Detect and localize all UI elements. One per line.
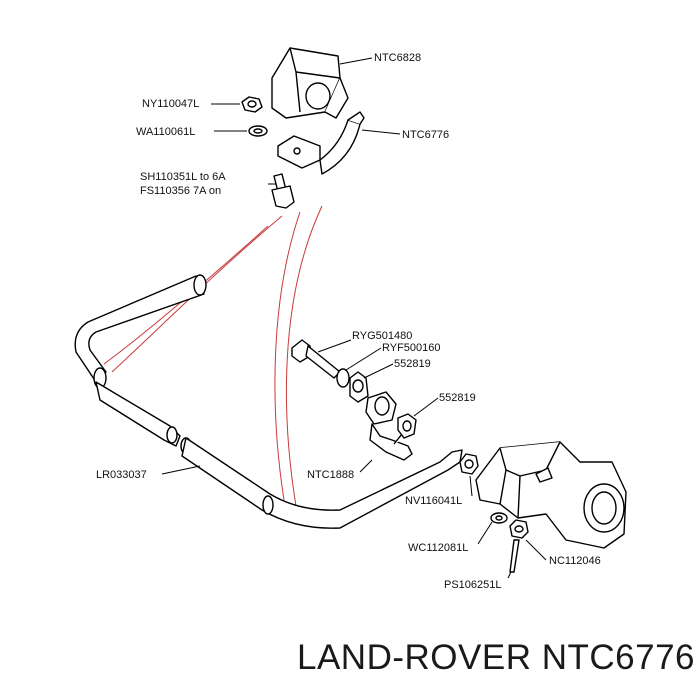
label-ntc6776: NTC6776 [402, 129, 449, 141]
bush-552819-lower [397, 413, 417, 439]
label-552819-upper: 552819 [394, 358, 431, 370]
clamp-ntc6776 [277, 111, 365, 175]
label-wc112081l: WC112081L [408, 542, 468, 554]
label-552819-lower: 552819 [439, 392, 476, 404]
bush-ntc6828 [271, 47, 349, 119]
leader-lines [161, 57, 547, 579]
split-pin-ps106251l [509, 539, 520, 573]
label-ryf500160: RYF500160 [382, 342, 441, 354]
axle-bracket [475, 441, 627, 549]
label-ntc1888: NTC1888 [307, 469, 354, 481]
nut-nc112046 [509, 519, 529, 539]
label-ny110047l: NY110047L [142, 98, 199, 110]
label-sh110351l: SH110351L to 6A [140, 171, 226, 183]
washer-ryf500160 [336, 368, 350, 388]
label-fs110356: FS110356 7A on [140, 185, 221, 197]
label-wa110061l: WA110061L [136, 126, 195, 138]
anti-roll-bar [74, 274, 463, 529]
washer-wa110061l [248, 125, 268, 137]
part-title: LAND-ROVER NTC6776 [297, 638, 695, 677]
nut-ny110047l [241, 96, 263, 113]
washer-wc112081l [490, 512, 508, 524]
label-ryg501480: RYG501480 [352, 330, 412, 342]
bolt-ryg501480 [291, 339, 341, 379]
part-labels: NTC6828 NY110047L WA110061L NTC6776 SH11… [96, 52, 601, 591]
bush-552819-upper [349, 371, 369, 403]
label-ntc6828: NTC6828 [374, 52, 421, 64]
label-nv116041l: NV116041L [405, 495, 462, 507]
label-nc112046: NC112046 [549, 555, 601, 567]
label-ps106251l: PS106251L [444, 579, 502, 591]
bolt-sh110351l [271, 173, 295, 209]
label-lr033037: LR033037 [96, 469, 147, 481]
nut-nv116041l [459, 453, 479, 475]
